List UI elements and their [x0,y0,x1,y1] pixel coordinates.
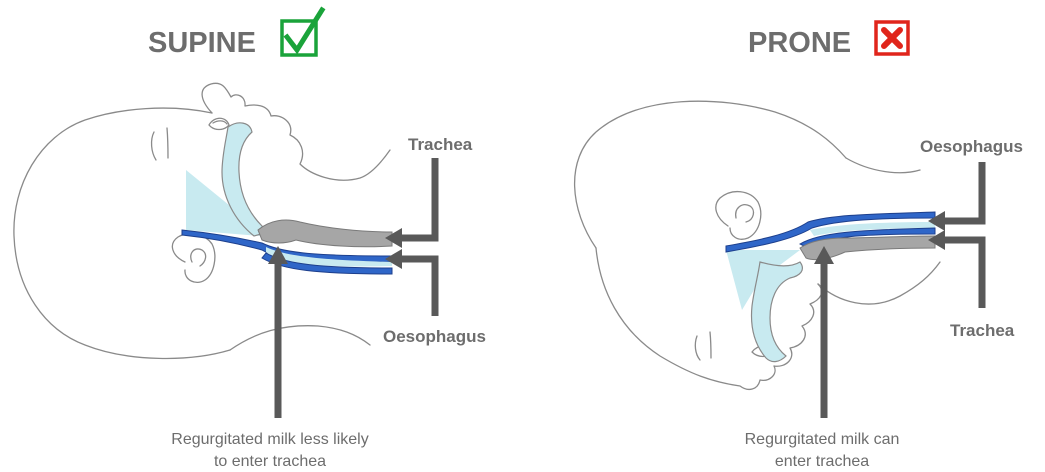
check-icon [282,10,322,55]
prone-oesophagus-arrow [928,162,982,231]
supine-label-top: Trachea [408,135,473,154]
prone-panel: PRONE [575,22,1023,470]
supine-head-illustration [14,83,392,358]
prone-caption-line-2: enter trachea [775,453,869,470]
prone-title: PRONE [748,27,851,59]
supine-title: SUPINE [148,27,256,59]
supine-oesophagus-arrow [385,249,435,316]
supine-panel: SUPINE [14,10,486,470]
prone-trachea-arrow [928,230,982,308]
supine-caption-line-1: Regurgitated milk less likely [171,431,368,448]
supine-trachea-arrow [385,158,435,248]
prone-label-top: Oesophagus [920,137,1023,156]
prone-label-bottom: Trachea [950,321,1015,340]
prone-caption-line-1: Regurgitated milk can [745,431,900,448]
prone-head-illustration [575,101,940,389]
supine-caption-line-2: to enter trachea [214,453,326,470]
prone-milk-arrow [814,246,834,418]
cross-icon [876,22,908,54]
supine-milk-arrow [268,246,288,418]
supine-label-bottom: Oesophagus [383,327,486,346]
